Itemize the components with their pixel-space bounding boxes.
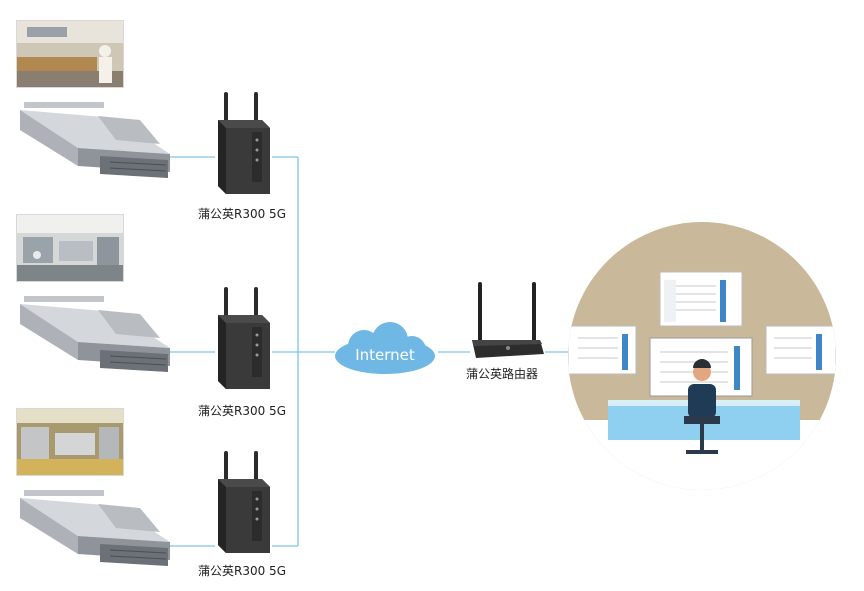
monitoring-center	[566, 220, 838, 492]
oven-machine-1	[20, 96, 170, 186]
factory-photo-3	[16, 408, 124, 476]
gateway-label-1: 蒲公英R300 5G	[198, 207, 286, 221]
oven-machine-2	[20, 290, 170, 380]
oven-machine-3	[20, 484, 170, 574]
internet-cloud: Internet	[330, 320, 440, 382]
router-device	[470, 282, 546, 362]
router-label: 蒲公英路由器	[466, 367, 539, 381]
gateway-device-2	[214, 287, 272, 389]
gateway-device-3	[214, 451, 272, 553]
gateway-device-1	[214, 92, 272, 194]
gateway-label-2: 蒲公英R300 5G	[198, 404, 286, 418]
factory-photo-2	[16, 214, 124, 282]
factory-photo-1	[16, 20, 124, 88]
gateway-label-3: 蒲公英R300 5G	[198, 564, 286, 578]
internet-label: Internet	[355, 346, 415, 364]
